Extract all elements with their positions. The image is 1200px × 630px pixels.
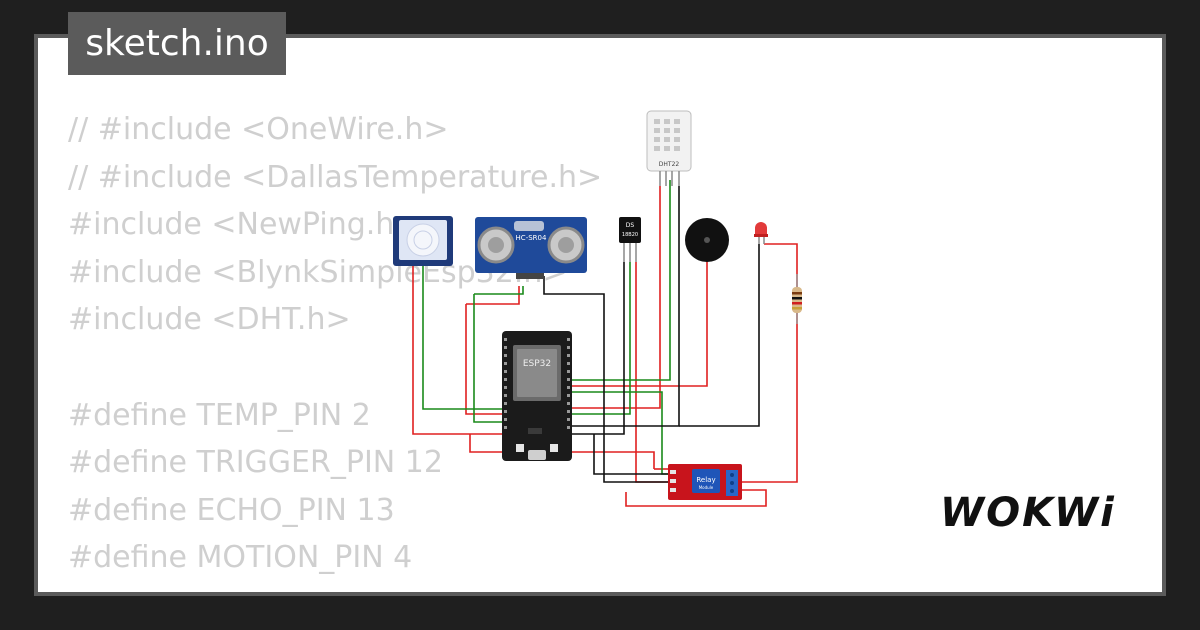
ultrasonic-label: HC-SR04 [516,234,547,242]
ds18b20-sensor[interactable]: DS 18B20 [619,217,641,262]
resistor[interactable] [792,274,802,324]
wire-red[interactable] [465,286,520,415]
editor-frame: // #include <OneWire.h> // #include <Dal… [34,34,1166,596]
code-line: // #include <DallasTemperature.h> [68,159,603,195]
wire-red[interactable] [625,489,767,507]
code-line: #include <DHT.h> [68,302,351,338]
wire-black[interactable] [543,276,668,483]
ultrasonic-sensor[interactable]: HC-SR04 [475,217,587,279]
wire-black[interactable] [679,244,760,427]
wire-red[interactable] [742,243,798,483]
wire-red[interactable] [412,266,504,435]
code-line: // #include <OneWire.h> [68,112,449,147]
wire-green[interactable] [422,266,504,410]
pir-sensor[interactable] [393,216,453,266]
wire-green[interactable] [473,286,524,423]
wire-black[interactable] [593,434,668,475]
ds-label-1: DS [626,222,635,229]
esp32-label: ESP32 [523,359,551,369]
ds-label-2: 18B20 [622,232,638,238]
wokwi-logo: WOKWi [940,490,1116,536]
code-line: #define TEMP_PIN 2 [68,397,371,433]
wire-red[interactable] [572,242,708,387]
dht-label: DHT22 [659,161,680,168]
relay-module[interactable]: Relay Module [668,464,742,500]
wire-green[interactable] [572,262,631,415]
relay-sub-label: Module [699,485,714,490]
esp32-board[interactable]: ESP32 [502,331,572,461]
file-tab[interactable]: sketch.ino [68,12,286,75]
code-line: #define RELAY_PIN 5 [68,582,602,592]
wire-black[interactable] [572,262,625,435]
wire-red[interactable] [635,262,668,483]
circuit-diagram[interactable]: HC-SR04 DHT22 DS 18B20 [38,38,1166,596]
code-line: #define MOTION_PIN 4 [68,540,413,576]
code-line: #define ECHO_PIN 13 [68,492,395,528]
code-listing: // #include <OneWire.h> // #include <Dal… [68,106,603,592]
dht22-sensor[interactable]: DHT22 [646,110,692,186]
relay-label: Relay [696,476,715,484]
code-line: #define TRIGGER_PIN 12 [68,445,443,481]
led-red[interactable] [754,222,768,244]
code-line: #include <NewPing.h> [68,207,420,243]
buzzer[interactable] [685,218,729,262]
wire-green[interactable] [572,180,671,381]
